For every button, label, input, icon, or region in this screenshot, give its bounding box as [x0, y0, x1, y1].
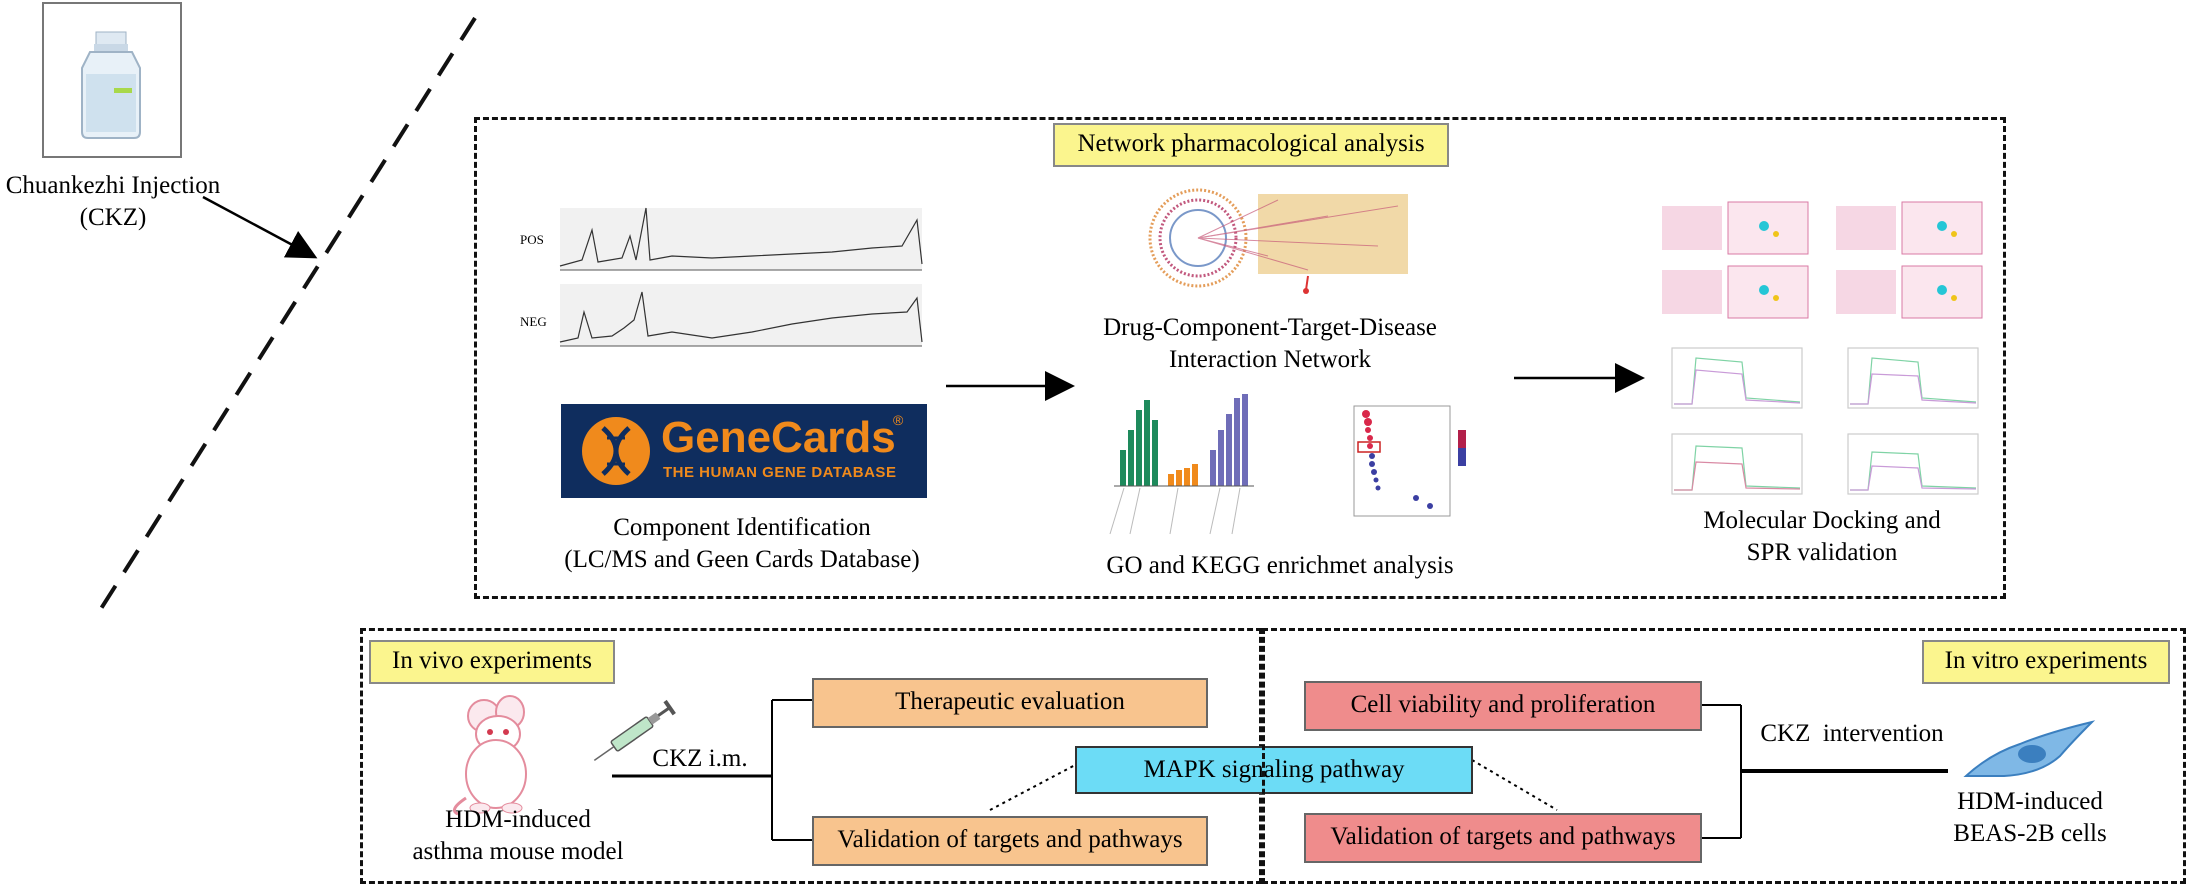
syringe-icon — [593, 699, 676, 761]
docking-spr-panels — [1662, 201, 1983, 495]
cell-icon — [1963, 720, 2096, 777]
drug-label-line1: Chuankezhi Injection — [5, 172, 221, 199]
invitro-cells-line1: HDM-induced — [1957, 788, 2103, 815]
invitro-cells-line2: BEAS-2B cells — [1953, 820, 2107, 847]
mapk-dotted-right — [1471, 759, 1558, 811]
go-bar-chart — [1109, 394, 1254, 535]
invitro-validation-box: Validation of targets and pathways — [1304, 813, 1702, 863]
invitro-title: In vitro experiments — [1922, 640, 2170, 684]
vial-icon — [81, 31, 141, 139]
mapk-pathway-box: MAPK signaling pathway — [1075, 746, 1473, 794]
genecards-registered: ® — [893, 412, 904, 428]
dna-icon — [582, 417, 650, 485]
mapk-dotted-left — [989, 763, 1078, 811]
diagonal-divider — [95, 16, 477, 617]
network-graph — [1148, 188, 1408, 294]
invivo-model-line1: HDM-induced — [445, 806, 591, 833]
genecards-logo-text: GeneCards — [661, 413, 896, 462]
cell-viability-box: Cell viability and proliferation — [1304, 681, 1702, 731]
kegg-enrichment-image — [1296, 390, 1476, 536]
docking-label-line1: Molecular Docking and — [1703, 507, 1941, 534]
invitro-intervention-label: CKZ intervention — [1760, 720, 1944, 747]
invivo-model-line2: asthma mouse model — [412, 838, 624, 865]
invitro-section-frame — [1262, 628, 2186, 884]
invivo-route-label: CKZ i.m. — [652, 745, 748, 772]
genecards-subtitle: THE HUMAN GENE DATABASE — [663, 464, 897, 481]
vial-image-frame — [42, 2, 182, 158]
drug-label-line2: (CKZ) — [79, 204, 147, 231]
invivo-validation-box: Validation of targets and pathways — [812, 816, 1208, 866]
drug-arrow — [202, 195, 318, 259]
docking-spr-image — [1652, 198, 1992, 502]
network-label-line1: Drug-Component-Target-Disease — [1103, 314, 1437, 341]
genecards-logo: GeneCards ® THE HUMAN GENE DATABASE — [561, 404, 927, 498]
interaction-network-image — [1128, 186, 1418, 296]
chromatogram-panel — [512, 200, 924, 360]
go-enrichment-image — [1080, 390, 1276, 538]
network-section-frame — [474, 117, 2006, 599]
component-label-line1: Component Identification — [613, 514, 871, 541]
invivo-title: In vivo experiments — [369, 640, 615, 684]
component-label-line2: (LC/MS and Geen Cards Database) — [564, 546, 920, 573]
network-label-line2: Interaction Network — [1168, 346, 1371, 373]
network-section-title: Network pharmacological analysis — [1053, 123, 1449, 167]
go-kegg-label: GO and KEGG enrichmet analysis — [1106, 552, 1454, 579]
chromatogram-pos-label: POS — [520, 232, 544, 247]
chromatogram-neg-label: NEG — [520, 314, 547, 329]
docking-label-line2: SPR validation — [1746, 539, 1898, 566]
chromatogram-chart — [559, 207, 923, 347]
mouse-icon — [452, 695, 527, 816]
therapeutic-evaluation-box: Therapeutic evaluation — [812, 678, 1208, 728]
kegg-dot-plot — [1353, 405, 1466, 517]
